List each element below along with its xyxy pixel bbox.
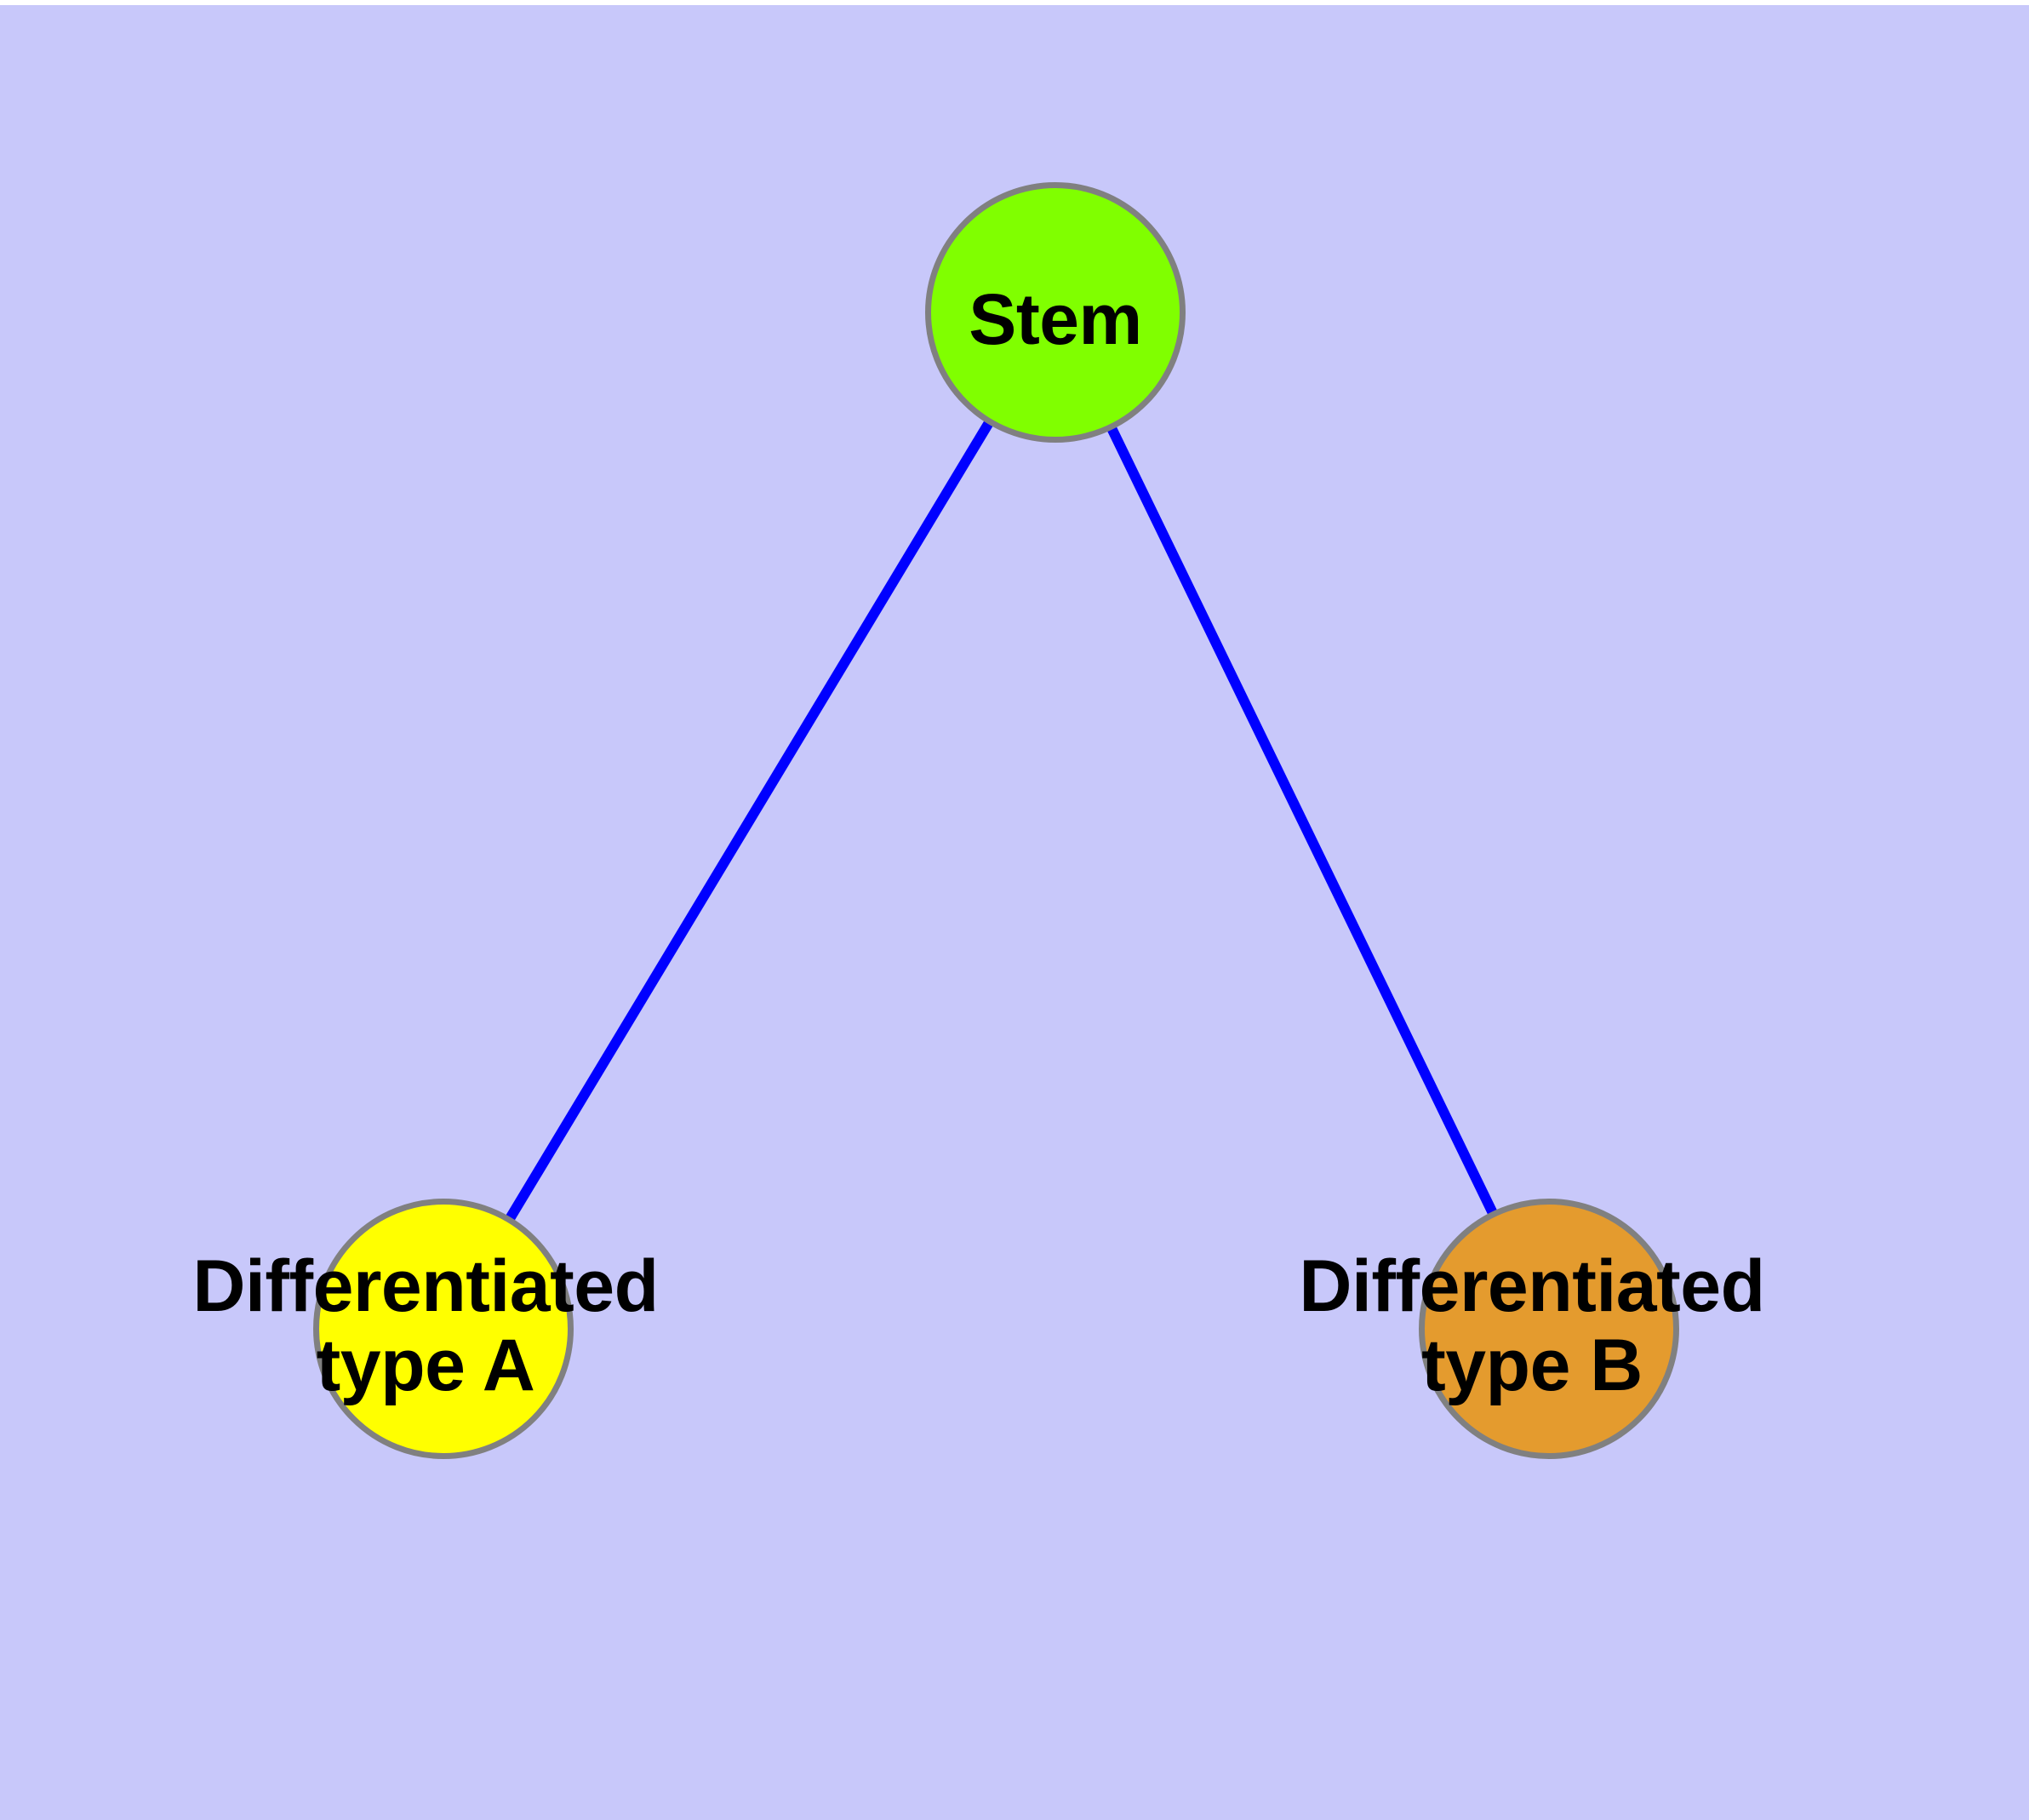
label-line-1: Differentiated bbox=[192, 1245, 659, 1327]
node-label-stem: Stem bbox=[969, 279, 1142, 359]
label-line-2: type B bbox=[1421, 1324, 1643, 1406]
node-differentiated-type-b[interactable] bbox=[1419, 1199, 1679, 1459]
node-differentiated-type-a[interactable] bbox=[313, 1199, 574, 1459]
edge-stem-to-differentiated-type-a bbox=[438, 309, 1060, 1332]
label-line-2: type A bbox=[316, 1324, 535, 1406]
node-stem[interactable] bbox=[925, 182, 1186, 443]
label-line-1: Differentiated bbox=[1299, 1245, 1765, 1327]
edge-stem-to-differentiated-type-b bbox=[1050, 310, 1554, 1331]
